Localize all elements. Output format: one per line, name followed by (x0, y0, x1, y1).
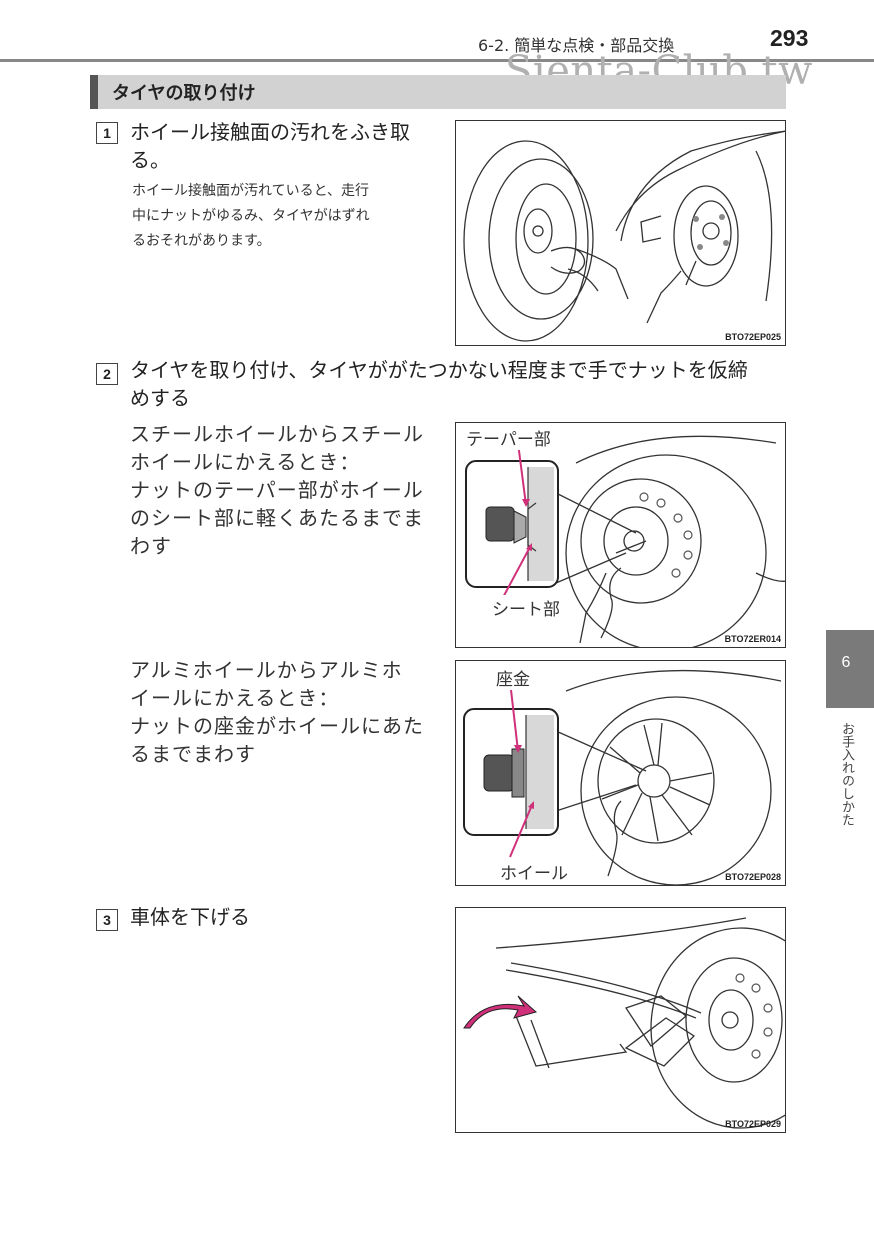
step-3-title-line-1: 車体を下げる (130, 905, 250, 929)
figure-clean-hub: BTO72EP025 (455, 120, 786, 346)
step-1-title-line-1: ホイール接触面の汚れをふき取 (130, 120, 410, 144)
steel-case-line-5: わす (130, 534, 172, 558)
chapter-title: お手入れのしかた (839, 722, 854, 826)
alloy-case-line-4: るまでまわす (130, 742, 256, 766)
chapter-tab[interactable]: 6 (826, 630, 874, 708)
header-rule (0, 59, 874, 62)
section-title: タイヤの取り付け (112, 83, 256, 104)
step-1-note-line-2: 中にナットがゆるみ、タイヤがはずれ (132, 208, 370, 224)
step-number-3: 3 (96, 909, 118, 931)
step-number-2: 2 (96, 363, 118, 385)
step-2-title-line-1: タイヤを取り付け、タイヤががたつかない程度まで手でナットを仮締 (130, 358, 748, 382)
alloy-case-line-1: アルミホイールからアルミホ (130, 658, 403, 682)
label-washer: 座金 (494, 665, 532, 690)
step-1-title-line-2: る。 (130, 148, 170, 172)
label-wheel: ホイール (498, 859, 570, 884)
running-header: 6-2. 簡単な点検・部品交換 (478, 36, 675, 55)
clean-hub-illustration (463, 130, 785, 342)
figure-code-2: BTO72ER014 (724, 634, 781, 644)
figure-lower-vehicle: BTO72EP029 (455, 907, 786, 1133)
figure-code-1: BTO72EP025 (725, 332, 781, 342)
figure-code-4: BTO72EP029 (725, 1119, 781, 1129)
alloy-case-line-2: イールにかえるとき： (130, 686, 340, 710)
steel-case-line-2: ホイールにかえるとき： (130, 450, 361, 474)
chapter-number: 6 (841, 654, 851, 671)
alloy-wheel-illustration (463, 669, 782, 885)
alloy-case-line-3: ナットの座金がホイールにあた (130, 714, 424, 738)
figure-steel-wheel: テーパー部 シート部 BTO72ER014 (455, 422, 786, 648)
label-taper: テーパー部 (464, 425, 553, 450)
steel-case-line-1: スチールホイールからスチール (130, 422, 424, 446)
step-number-1: 1 (96, 122, 118, 144)
steel-case-line-4: のシート部に軽くあたるまでま (130, 506, 424, 530)
steel-wheel-illustration (465, 435, 785, 647)
step-1-note-line-1: ホイール接触面が汚れていると、走行 (132, 183, 370, 199)
step-2-title-line-2: めする (130, 386, 190, 410)
section-bar: タイヤの取り付け (90, 75, 786, 109)
step-1-note-line-3: るおそれがあります。 (132, 233, 271, 249)
steel-case-line-3: ナットのテーパー部がホイール (130, 478, 424, 502)
lower-vehicle-illustration (463, 917, 785, 1129)
page-number: 293 (770, 25, 809, 51)
figure-code-3: BTO72EP028 (725, 872, 781, 882)
label-seat: シート部 (490, 595, 562, 620)
figure-alloy-wheel: 座金 ホイール BTO72EP028 (455, 660, 786, 886)
